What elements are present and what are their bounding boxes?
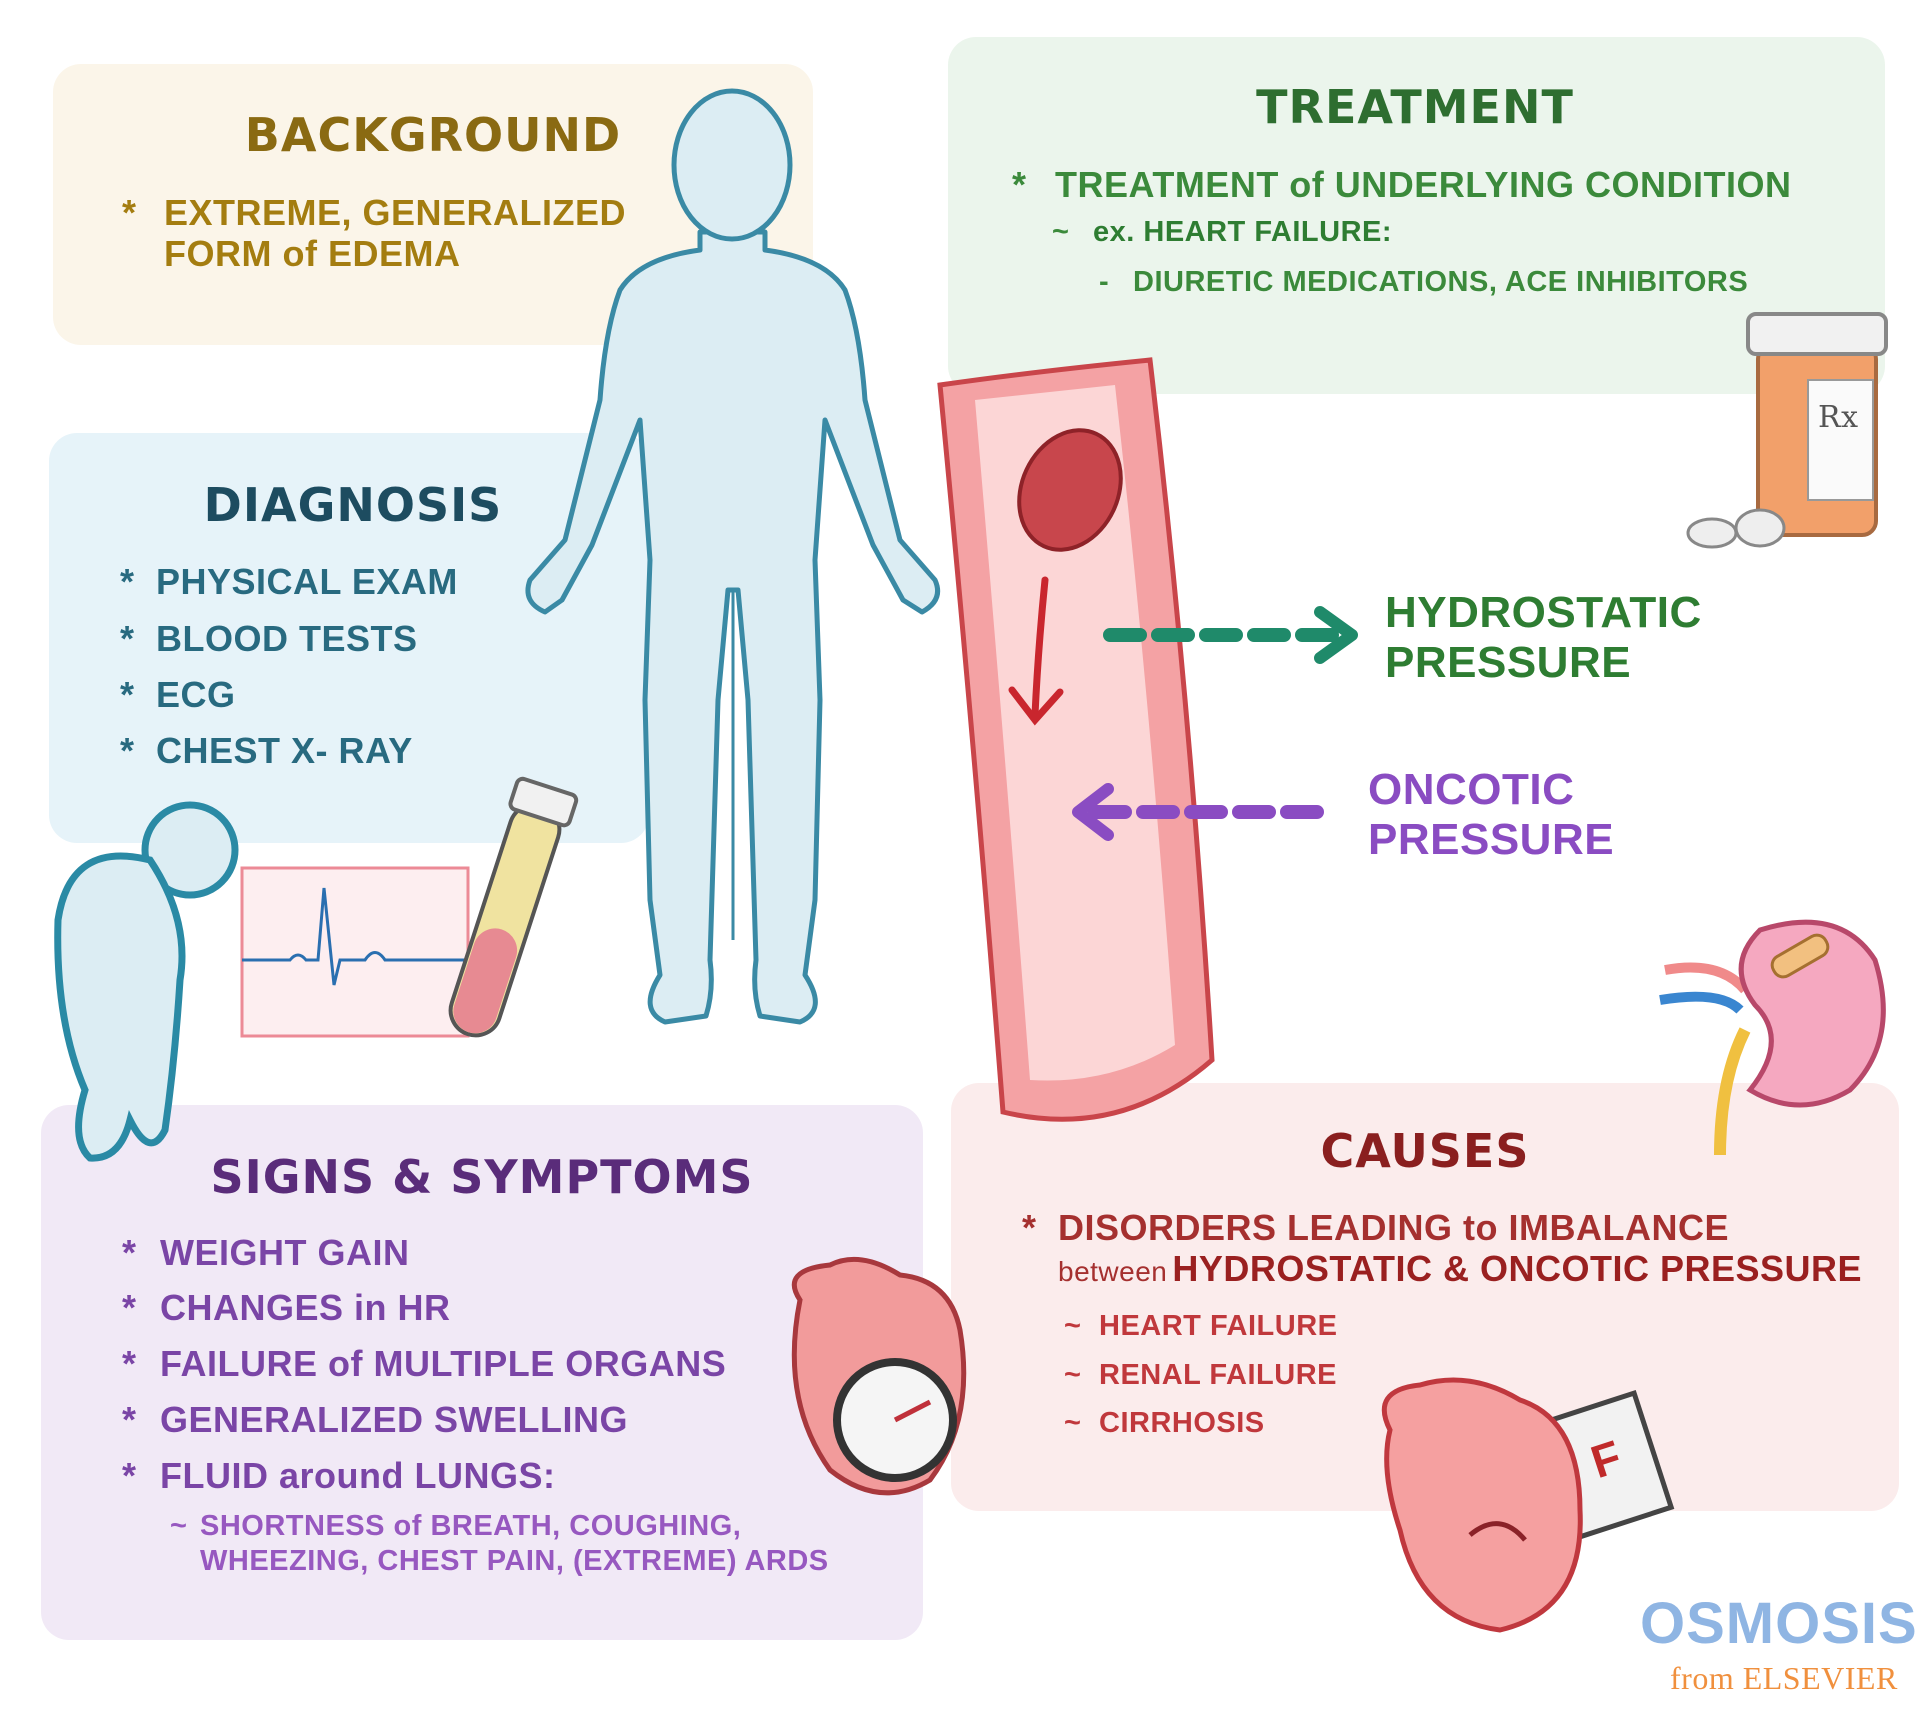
down-arrow-icon [1031,576,1049,719]
diagnosis-bullet-icon: * [120,674,135,715]
diagnosis-bullet-icon: * [120,561,135,602]
causes-item: HEART FAILURE [1099,1310,1338,1342]
diagnosis-item: PHYSICAL EXAM [156,561,458,602]
kidney-icon [1659,919,1886,1156]
signs-bullet-icon: * [122,1455,137,1496]
signs-panel [41,1105,923,1640]
swollen-body-figure [525,88,941,1025]
diagnosis-title: DIAGNOSIS [203,478,503,532]
hydrostatic-arrow-icon [1103,606,1358,664]
background-line-2: FORM of EDEMA [164,233,461,274]
background-title: BACKGROUND [244,108,622,162]
diagnosis-bullet-icon: * [120,730,135,771]
signs-bullet-icon: * [122,1232,137,1273]
causes-title: CAUSES [1320,1124,1530,1178]
hydrostatic-label-line-1: HYDROSTATIC [1385,588,1702,637]
sad-heart-report-icon [1381,1377,1675,1633]
background-bullet-icon: * [122,192,137,233]
causes-line-1: DISORDERS LEADING to IMBALANCE [1058,1207,1729,1248]
hydrostatic-label-line-2: PRESSURE [1385,638,1632,687]
signs-item: GENERALIZED SWELLING [160,1399,628,1440]
treatment-main: TREATMENT of UNDERLYING CONDITION [1055,164,1792,205]
causes-item: CIRRHOSIS [1099,1407,1265,1439]
causes-line-2-prefix: between [1058,1256,1168,1287]
signs-item: FLUID around LUNGS: [160,1455,556,1496]
diagnosis-item: CHEST X- RAY [156,730,413,771]
causes-sub-marker: ~ [1064,1310,1082,1342]
signs-sub-marker: ~ [170,1510,188,1542]
signs-item: WEIGHT GAIN [160,1232,410,1273]
treatment-sub: ex. HEART FAILURE: [1093,216,1393,248]
signs-bullet-icon: * [122,1399,137,1440]
diagnosis-item: ECG [156,674,236,715]
rx-label: Rx [1818,400,1859,435]
oncotic-label-line-2: PRESSURE [1368,815,1615,864]
treatment-title: TREATMENT [1256,80,1574,134]
blood-vessel [937,357,1215,1122]
diagnosis-panel [49,433,649,843]
oncotic-arrow-icon [1072,783,1332,841]
blood-test-tube-icon [448,776,579,1038]
signs-bullet-icon: * [122,1287,137,1328]
signs-sub-line-2: WHEEZING, CHEST PAIN, (EXTREME) ARDS [200,1545,829,1577]
oncotic-label-line-1: ONCOTIC [1368,765,1575,814]
ecg-strip-icon [240,866,470,1038]
diagnosis-bullet-icon: * [120,618,135,659]
treatment-dash: - [1099,266,1110,298]
signs-item: FAILURE of MULTIPLE ORGANS [160,1343,727,1384]
treatment-bullet-icon: * [1012,164,1027,205]
red-blood-cell [1017,428,1123,552]
causes-bullet-icon: * [1022,1207,1037,1248]
logo-sub: from ELSEVIER [1670,1660,1898,1696]
causes-item: RENAL FAILURE [1099,1359,1337,1391]
causes-sub-marker: ~ [1064,1359,1082,1391]
treatment-panel [948,37,1885,394]
signs-sub-line-1: SHORTNESS of BREATH, COUGHING, [200,1510,742,1542]
treatment-sub-marker: ~ [1052,216,1070,248]
pill-bottle-icon [1686,312,1888,549]
tired-person-icon [54,801,239,1162]
causes-line-2: between HYDROSTATIC & ONCOTIC PRESSURE [1058,1248,1862,1290]
treatment-detail: DIURETIC MEDICATIONS, ACE INHIBITORS [1133,266,1749,298]
diagnosis-item: BLOOD TESTS [156,618,418,659]
signs-item: CHANGES in HR [160,1287,451,1328]
signs-bullet-icon: * [122,1343,137,1384]
osmosis-logo: OSMOSIS from ELSEVIER [1640,1590,1918,1705]
causes-sub-marker: ~ [1064,1407,1082,1439]
background-line-1: EXTREME, GENERALIZED [164,192,627,233]
logo-name: OSMOSIS [1640,1591,1918,1656]
signs-title: SIGNS & SYMPTOMS [210,1150,754,1204]
causes-line-2-bold: HYDROSTATIC & ONCOTIC PRESSURE [1172,1248,1863,1289]
heart-stopwatch-icon [791,1256,967,1496]
